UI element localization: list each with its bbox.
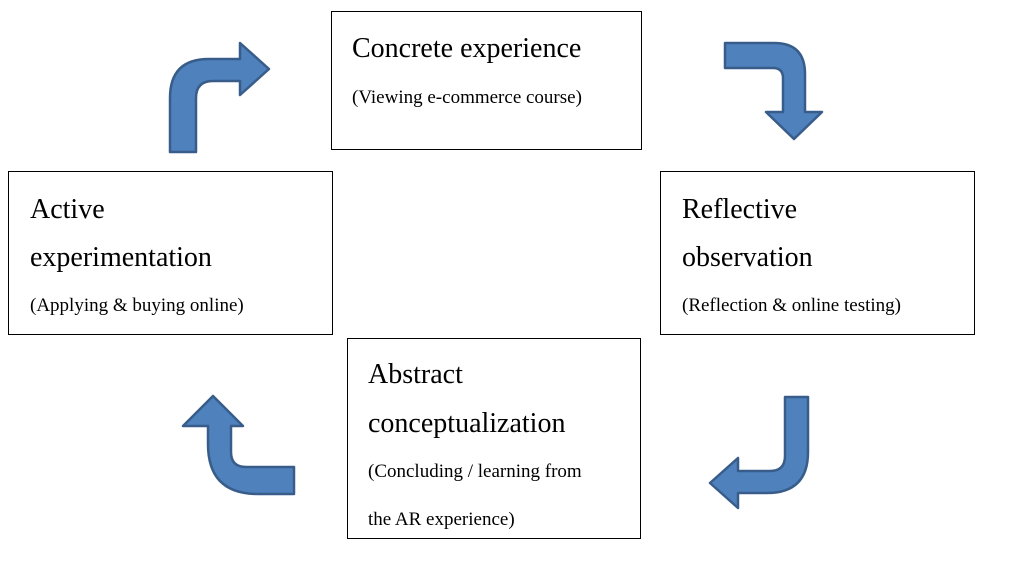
node-active-experimentation: Active experimentation (Applying & buyin… [8, 171, 333, 335]
node-abstract-conceptualization: Abstract conceptualization (Concluding /… [347, 338, 641, 539]
bent-arrow-up-right-icon [168, 41, 271, 154]
node-title-line-1: Active [30, 194, 105, 225]
node-title-line-2: conceptualization [368, 408, 566, 439]
node-title-line-2: observation [682, 242, 813, 273]
node-subtitle: (Reflection & online testing) [682, 295, 901, 316]
bent-arrow-left-up-icon [181, 394, 296, 496]
node-title-line-1: Abstract [368, 359, 463, 390]
node-title: Concrete experience [352, 33, 582, 64]
node-subtitle-line-1: (Concluding / learning from [368, 461, 582, 482]
node-subtitle: (Applying & buying online) [30, 295, 244, 316]
node-reflective-observation: Reflective observation (Reflection & onl… [660, 171, 975, 335]
node-title-line-2: experimentation [30, 242, 212, 273]
node-title-line-1: Reflective [682, 194, 798, 225]
node-subtitle: (Viewing e-commerce course) [352, 87, 582, 108]
node-concrete-experience: Concrete experience (Viewing e-commerce … [331, 11, 642, 150]
bent-arrow-down-left-icon [708, 395, 810, 510]
node-subtitle-line-2: the AR experience) [368, 509, 515, 530]
bent-arrow-right-down-icon [723, 41, 824, 141]
